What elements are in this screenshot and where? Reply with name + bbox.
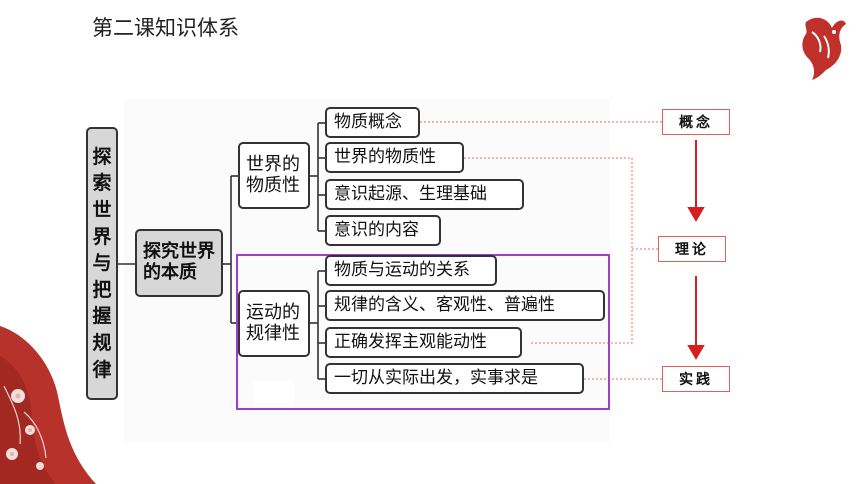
node-material-world: 世界的物质性	[238, 142, 310, 209]
label-concept: 概念	[662, 109, 730, 135]
leaf-law-meaning: 规律的含义、客观性、普遍性	[325, 290, 605, 321]
root-char: 律	[92, 358, 112, 381]
leaf-consciousness-origin: 意识起源、生理基础	[325, 179, 524, 210]
node-label: 运动的规律性	[246, 301, 300, 344]
leaf-initiative: 正确发挥主观能动性	[325, 327, 522, 358]
node-explore-essence: 探究世界的本质	[135, 229, 223, 297]
leaf-world-materiality: 世界的物质性	[325, 142, 464, 173]
root-char: 世	[92, 199, 112, 222]
leaf-matter-concept: 物质概念	[325, 107, 420, 138]
root-char: 把	[92, 278, 112, 301]
floral-decoration-icon	[0, 326, 96, 484]
root-char: 与	[92, 252, 112, 275]
root-char: 探	[92, 145, 112, 168]
node-label: 世界的物质性	[246, 153, 300, 196]
root-node: 探 索 世 界 与 把 握 规 律	[86, 127, 118, 400]
leaf-seek-truth: 一切从实际出发，实事求是	[325, 363, 584, 394]
root-char: 界	[92, 225, 112, 248]
leaf-matter-motion: 物质与运动的关系	[325, 255, 497, 286]
page-title: 第二课知识体系	[92, 16, 239, 40]
node-label: 探究世界的本质	[143, 241, 215, 283]
leaf-consciousness-content: 意识的内容	[325, 215, 441, 246]
crane-icon	[802, 17, 846, 81]
root-char: 握	[92, 305, 112, 328]
label-theory: 理论	[658, 236, 726, 262]
label-practice: 实践	[662, 366, 730, 392]
root-char: 规	[92, 331, 112, 354]
root-char: 索	[92, 172, 112, 195]
white-patch	[254, 381, 294, 407]
node-motion-law: 运动的规律性	[238, 290, 310, 357]
